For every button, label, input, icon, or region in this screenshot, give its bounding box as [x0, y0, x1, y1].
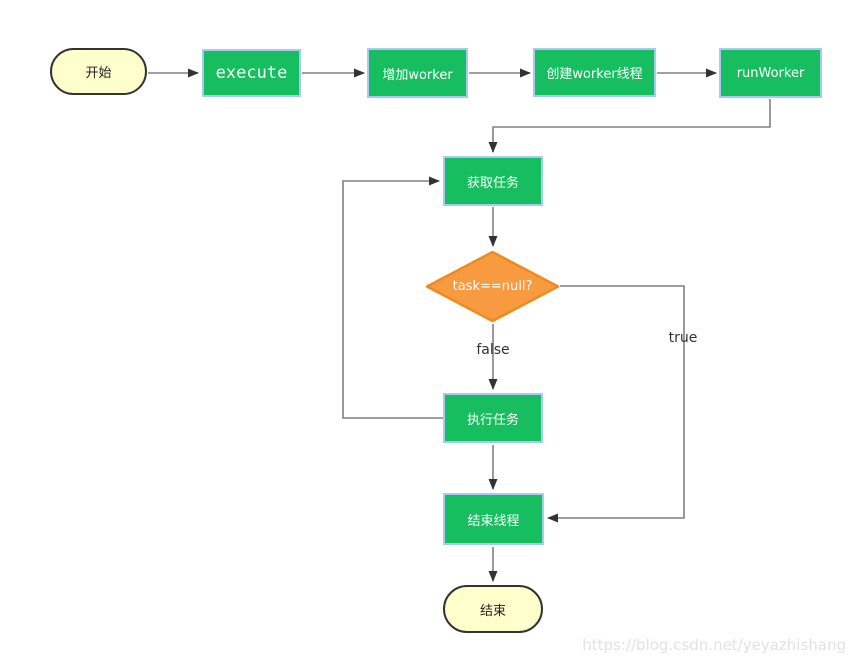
- node-task-null-decision: task==null?: [425, 250, 560, 323]
- node-get-task: 获取任务: [443, 156, 543, 206]
- node-end: 结束: [443, 585, 543, 633]
- edge-label-true: true: [668, 330, 698, 346]
- node-create-worker-thread: 创建worker线程: [533, 48, 656, 97]
- decision-label: task==null?: [452, 279, 533, 294]
- node-run-worker: runWorker: [719, 48, 822, 98]
- edge-label-false: false: [476, 342, 510, 358]
- node-execute: execute: [202, 49, 301, 97]
- node-add-worker: 增加worker: [367, 48, 468, 98]
- node-start: 开始: [50, 48, 147, 95]
- edge-decision-true-to-end-thread: [547, 285, 685, 523]
- blog-watermark: https://blog.csdn.net/yeyazhishang: [582, 636, 846, 654]
- node-execute-task: 执行任务: [443, 393, 543, 443]
- node-end-thread: 结束线程: [443, 493, 544, 545]
- edge-run-worker-to-get-task: [488, 99, 771, 153]
- decision-diamond-shape: [425, 250, 560, 323]
